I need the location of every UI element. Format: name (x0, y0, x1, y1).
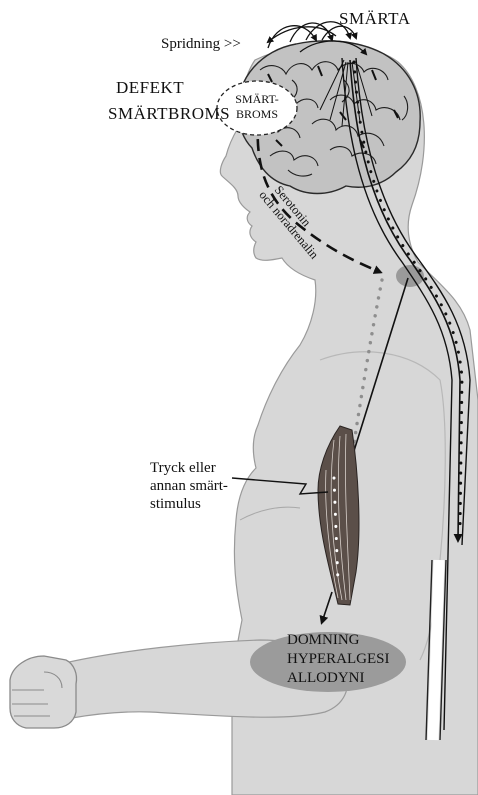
label-smarta: SMÄRTA (339, 9, 411, 28)
spread-arrow-4 (322, 26, 356, 40)
label-domning-line3: ALLODYNI (287, 670, 364, 686)
label-spridning: Spridning >> (161, 36, 241, 52)
lower-nerve-fill (433, 560, 439, 740)
label-smart-line2: BROMS (236, 107, 278, 121)
label-tryck-line2: annan smärt- (150, 478, 228, 494)
label-domning-line1: DOMNING (287, 632, 360, 648)
label-tryck-line1: Tryck eller (150, 460, 216, 476)
label-tryck-line3: stimulus (150, 496, 201, 512)
fist-shape (10, 656, 77, 728)
label-domning-line2: HYPERALGESI (287, 651, 390, 667)
label-defekt-line2: SMÄRTBROMS (108, 104, 230, 123)
label-defekt-line1: DEFEKT (116, 78, 184, 97)
label-smart-line1: SMÄRT- (235, 92, 279, 106)
